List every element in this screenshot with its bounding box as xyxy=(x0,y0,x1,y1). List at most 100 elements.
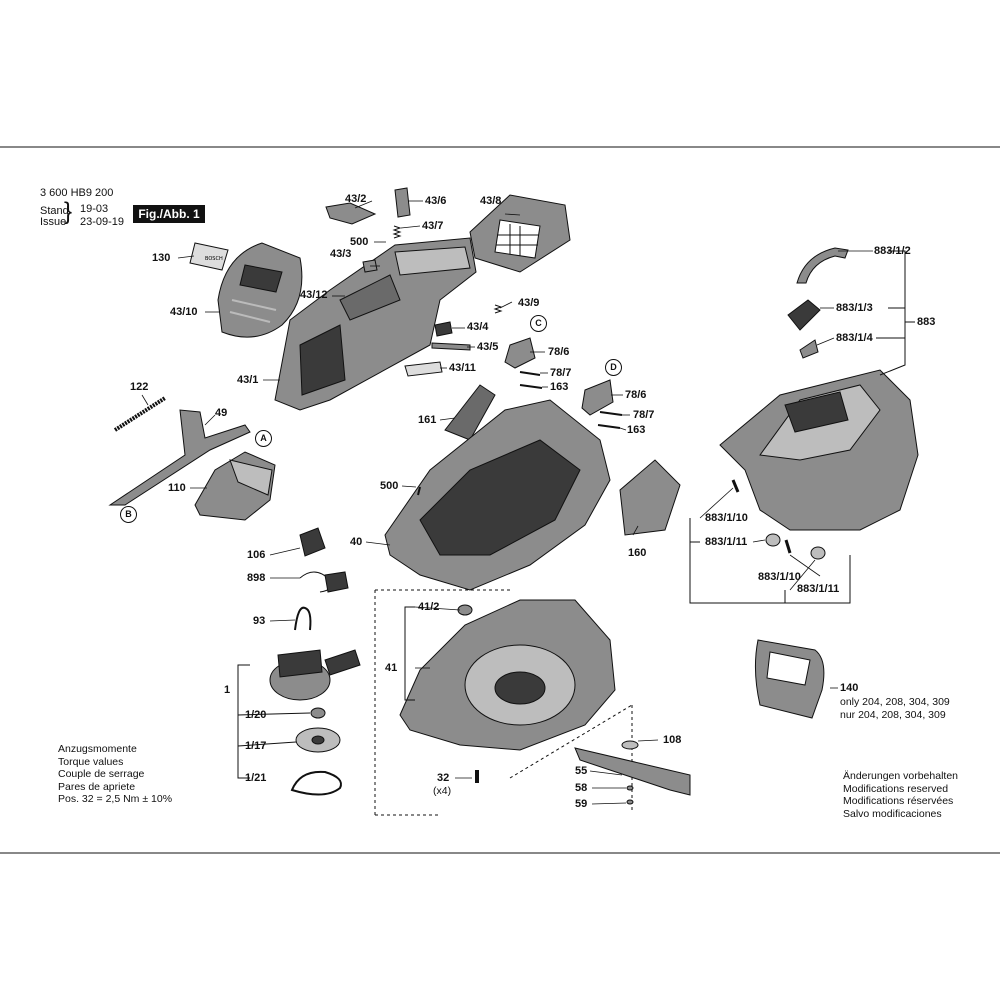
stand-label: Stand xyxy=(40,205,69,217)
part-cover-43-10 xyxy=(217,242,303,338)
part-883-1-3 xyxy=(787,299,821,331)
label-500-chassis: 500 xyxy=(380,480,399,492)
label-78-7-d: 78/7 xyxy=(633,409,655,421)
label-130: 130 xyxy=(152,252,171,264)
part-motor-1 xyxy=(269,649,361,701)
part-1-20 xyxy=(310,707,326,719)
label-43-3: 43/3 xyxy=(330,248,352,260)
leader-1-17 xyxy=(237,741,297,747)
torque-note-line: Pos. 32 = 2,5 Nm ± 10% xyxy=(58,793,173,805)
modifications-note: Änderungen vorbehalten Modifications res… xyxy=(843,770,958,820)
label-883-1-4: 883/1/4 xyxy=(836,332,873,344)
part-pin-883-1-10-a xyxy=(731,479,740,493)
torque-note-line: Anzugsmomente xyxy=(58,743,137,755)
label-40: 40 xyxy=(350,536,363,548)
callout-c: C xyxy=(530,315,547,332)
label-49: 49 xyxy=(215,407,228,419)
label-43-7: 43/7 xyxy=(422,220,444,232)
label-78-7-c: 78/7 xyxy=(550,367,572,379)
part-label-sticker-130: BOSCH xyxy=(189,242,229,271)
svg-text:BOSCH: BOSCH xyxy=(205,256,223,262)
label-1-21: 1/21 xyxy=(245,772,267,784)
label-43-8: 43/8 xyxy=(480,195,502,207)
part-belt-1-21 xyxy=(290,770,342,796)
label-108: 108 xyxy=(663,734,682,746)
part-blade-55 xyxy=(574,747,691,796)
part-pin-883-1-10-b xyxy=(784,539,792,554)
label-883-1-11-a: 883/1/11 xyxy=(705,536,748,548)
label-883-1-10-a: 883/1/10 xyxy=(705,512,748,524)
part-washer-58 xyxy=(626,785,634,791)
part-883-1-4 xyxy=(799,339,819,359)
label-140: 140 xyxy=(840,682,859,694)
part-screw-78-7-d xyxy=(599,411,623,416)
figure-badge: Fig./Abb. 1 xyxy=(133,205,205,223)
part-handle-883-1-2 xyxy=(796,247,849,284)
part-bracket-78-6-c xyxy=(504,337,536,369)
part-bracket-78-6-d xyxy=(581,379,614,416)
stand-value: 19-03 xyxy=(80,203,109,215)
label-1: 1 xyxy=(224,684,231,696)
part-clip-43-6 xyxy=(394,187,411,218)
part-nut-41-2 xyxy=(457,604,473,616)
part-grass-box-883 xyxy=(719,369,919,531)
label-160: 160 xyxy=(628,547,647,559)
leader-1-20 xyxy=(237,712,311,716)
part-bolt-59 xyxy=(626,799,634,805)
label-78-6-c: 78/6 xyxy=(548,346,570,358)
part-mount-161 xyxy=(444,384,496,441)
group-bracket-883 xyxy=(879,250,906,376)
part-mount-160 xyxy=(619,459,681,536)
label-78-6-d: 78/6 xyxy=(625,389,647,401)
label-41: 41 xyxy=(385,662,398,674)
label-55: 55 xyxy=(575,765,588,777)
label-883: 883 xyxy=(917,316,936,328)
label-43-12: 43/12 xyxy=(300,289,328,301)
part-cap-883-1-11-a xyxy=(765,533,781,547)
group-bracket-1 xyxy=(237,664,250,779)
label-883-1-3: 883/1/3 xyxy=(836,302,873,314)
part-deck-41 xyxy=(399,599,616,751)
callout-b: B xyxy=(120,506,137,523)
part-chassis-40 xyxy=(384,399,611,591)
issue-value: 23-09-19 xyxy=(80,216,125,228)
part-spring-43-7 xyxy=(392,225,402,239)
label-1-20: 1/20 xyxy=(245,709,267,721)
part-cable-898 xyxy=(299,571,349,593)
callout-d: D xyxy=(605,359,622,376)
label-43-1: 43/1 xyxy=(237,374,259,386)
part-spring-122 xyxy=(113,396,167,432)
part-screw-78-7-c xyxy=(519,371,541,376)
label-93: 93 xyxy=(253,615,266,627)
label-43-9: 43/9 xyxy=(518,297,540,309)
label-43-6: 43/6 xyxy=(425,195,447,207)
torque-note-line: Couple de serrage xyxy=(58,768,145,780)
label-122: 122 xyxy=(130,381,149,393)
modifications-note-line: Änderungen vorbehalten xyxy=(843,770,959,782)
part-washer-108 xyxy=(621,740,639,750)
part-number: 3 600 HB9 200 xyxy=(40,187,114,199)
group-bracket-883-lower xyxy=(689,518,851,604)
label-161: 161 xyxy=(418,414,437,426)
label-43-4: 43/4 xyxy=(467,321,489,333)
torque-note-line: Pares de apriete xyxy=(58,780,136,793)
label-58: 58 xyxy=(575,782,588,794)
callout-a: A xyxy=(255,430,272,447)
label-163-c: 163 xyxy=(550,381,569,393)
label-163-d: 163 xyxy=(627,424,646,436)
label-883-1-10-b: 883/1/10 xyxy=(758,571,801,583)
modifications-note-line: Salvo modificaciones xyxy=(843,807,942,820)
label-883-1-2: 883/1/2 xyxy=(874,245,911,257)
part-sticker-140 xyxy=(754,639,825,719)
part-screw-163-c xyxy=(519,384,543,389)
part-screw-32 xyxy=(475,770,479,783)
label-32: 32 xyxy=(437,772,450,784)
part-cap-883-1-11-b xyxy=(810,546,826,560)
label-41-2: 41/2 xyxy=(418,601,440,613)
label-106: 106 xyxy=(247,549,266,561)
label-43-2: 43/2 xyxy=(345,193,367,205)
label-140-only: only 204, 208, 304, 309 xyxy=(840,696,950,708)
label-110: 110 xyxy=(168,482,186,494)
